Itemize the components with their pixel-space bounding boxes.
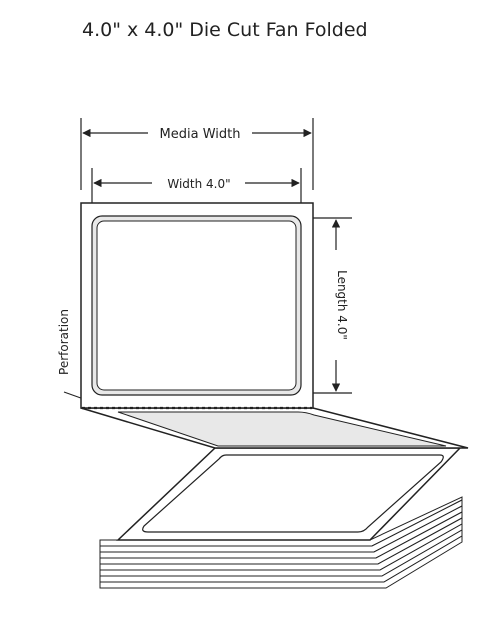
middle-die-cut-label xyxy=(117,411,447,447)
diagram-title: 4.0" x 4.0" Die Cut Fan Folded xyxy=(82,19,368,41)
label-width-label: Width 4.0" xyxy=(167,177,230,191)
top-die-cut-label xyxy=(96,220,297,391)
bottom-die-cut-label xyxy=(142,454,444,533)
length-dimension: Length 4.0" xyxy=(307,217,352,394)
top-sheet xyxy=(80,202,314,410)
middle-sheet xyxy=(80,407,469,449)
media-width-label: Media Width xyxy=(160,127,241,142)
bottom-sheet xyxy=(116,447,462,541)
media-width-dimension: Media Width xyxy=(80,118,314,190)
folded-stack xyxy=(99,496,463,589)
perforation-label: Perforation xyxy=(57,309,71,375)
length-label: Length 4.0" xyxy=(335,270,349,340)
